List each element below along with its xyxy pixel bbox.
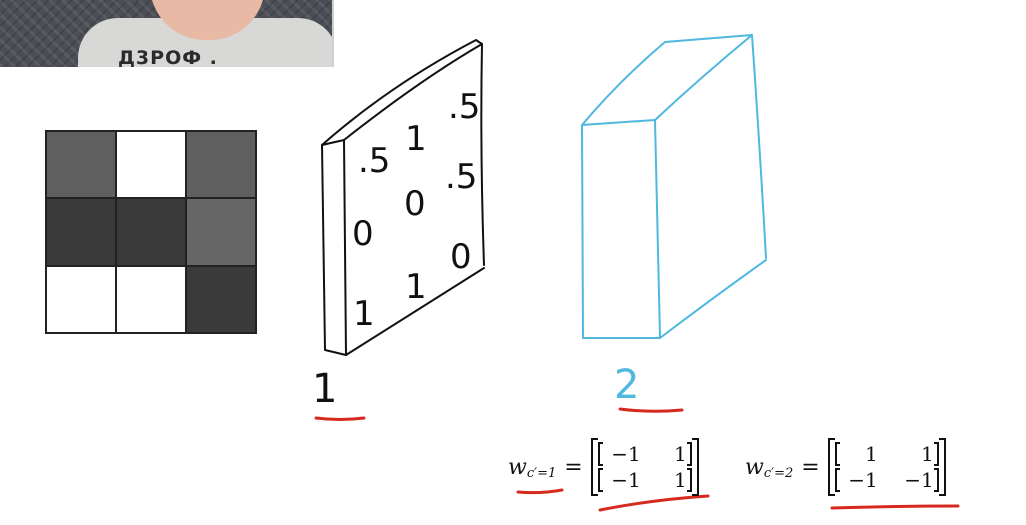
filter-2-underline [618, 407, 684, 413]
formula-1: w c′=1 = −1 1 −1 1 [508, 432, 699, 502]
formula-2-subscript: c′=2 [763, 465, 794, 481]
filter-1-right-edge [480, 43, 485, 266]
filter-1-bottom-edge [345, 267, 485, 356]
row-bracket-right [933, 468, 939, 492]
formula-1-subscript: c′=1 [526, 465, 557, 481]
row-bracket-left [834, 442, 840, 466]
matrix-bracket-right [691, 438, 699, 496]
filter-2-right-edge [751, 34, 767, 259]
grayscale-image-grid [45, 130, 257, 334]
matrix-row: −1 −1 [834, 467, 939, 493]
filter-1-value: 1 [405, 267, 427, 307]
row-bracket-right [686, 442, 692, 466]
row-bracket-right [933, 442, 939, 466]
matrix-cell: 1 [673, 468, 687, 492]
formula-1-w: w [508, 454, 527, 480]
formula-2-equals: = [801, 454, 820, 480]
filter-2-label: 2 [614, 362, 639, 408]
filter-2-bottom-edge [659, 259, 767, 339]
matrix-cell: −1 [611, 442, 641, 466]
filter-2-top-face [581, 34, 753, 126]
grid-cell [117, 266, 185, 332]
formula-1-subscript-underline [516, 488, 564, 495]
filter-1-value: .5 [445, 157, 477, 197]
grid-cell [187, 132, 255, 198]
formula-2-matrix: 1 1 −1 −1 [827, 438, 946, 496]
filter-1-side-face [321, 139, 347, 356]
filter-1-value: 1 [353, 294, 375, 334]
formula-2: w c′=2 = 1 1 −1 −1 [745, 432, 946, 502]
formula-1-equals: = [564, 454, 583, 480]
grid-cell [187, 266, 255, 332]
matrix-cell: −1 [904, 468, 934, 492]
grid-cell [117, 132, 185, 198]
filter-1-value: 0 [404, 184, 426, 224]
row-bracket-left [834, 468, 840, 492]
filter-1-value: .5 [358, 141, 390, 181]
filter-2-front-face [581, 119, 661, 339]
formula-1-matrix: −1 1 −1 1 [590, 438, 699, 496]
matrix-bracket-right [938, 438, 946, 496]
webcam-overlay: Д3РОФ . [0, 0, 334, 67]
webcam-border [332, 0, 334, 67]
matrix-cell: −1 [611, 468, 641, 492]
formula-2-w: w [745, 454, 764, 480]
matrix-row: −1 1 [597, 467, 692, 493]
formula-2-matrix-underline [830, 504, 960, 510]
row-bracket-left [597, 442, 603, 466]
filter-1-value: 0 [450, 237, 472, 277]
formula-1-matrix-underline [598, 494, 710, 512]
filter-1-value: 0 [352, 214, 374, 254]
filter-1-label: 1 [312, 366, 337, 412]
grid-cell [117, 199, 185, 265]
matrix-cell: 1 [920, 442, 934, 466]
filter-1-value: .5 [448, 87, 480, 127]
row-bracket-right [686, 468, 692, 492]
grid-cell [47, 199, 115, 265]
matrix-cell: −1 [848, 468, 878, 492]
grid-cell [47, 132, 115, 198]
matrix-bracket-left [590, 438, 598, 496]
matrix-bracket-left [827, 438, 835, 496]
filter-1-top-face [321, 39, 483, 146]
matrix-row: 1 1 [834, 441, 939, 467]
matrix-row: −1 1 [597, 441, 692, 467]
matrix-cell: 1 [673, 442, 687, 466]
filter-1-values: .5 1 .5 0 0 .5 1 1 0 [352, 87, 480, 334]
filter-1-value: 1 [405, 119, 427, 159]
grid-cell [47, 266, 115, 332]
grid-cell [187, 199, 255, 265]
row-bracket-left [597, 468, 603, 492]
filter-1-underline [314, 416, 366, 421]
filter-2-box [581, 34, 767, 339]
filter-1-box [321, 39, 485, 356]
matrix-cell: 1 [864, 442, 878, 466]
shirt-print: Д3РОФ . [118, 47, 218, 67]
